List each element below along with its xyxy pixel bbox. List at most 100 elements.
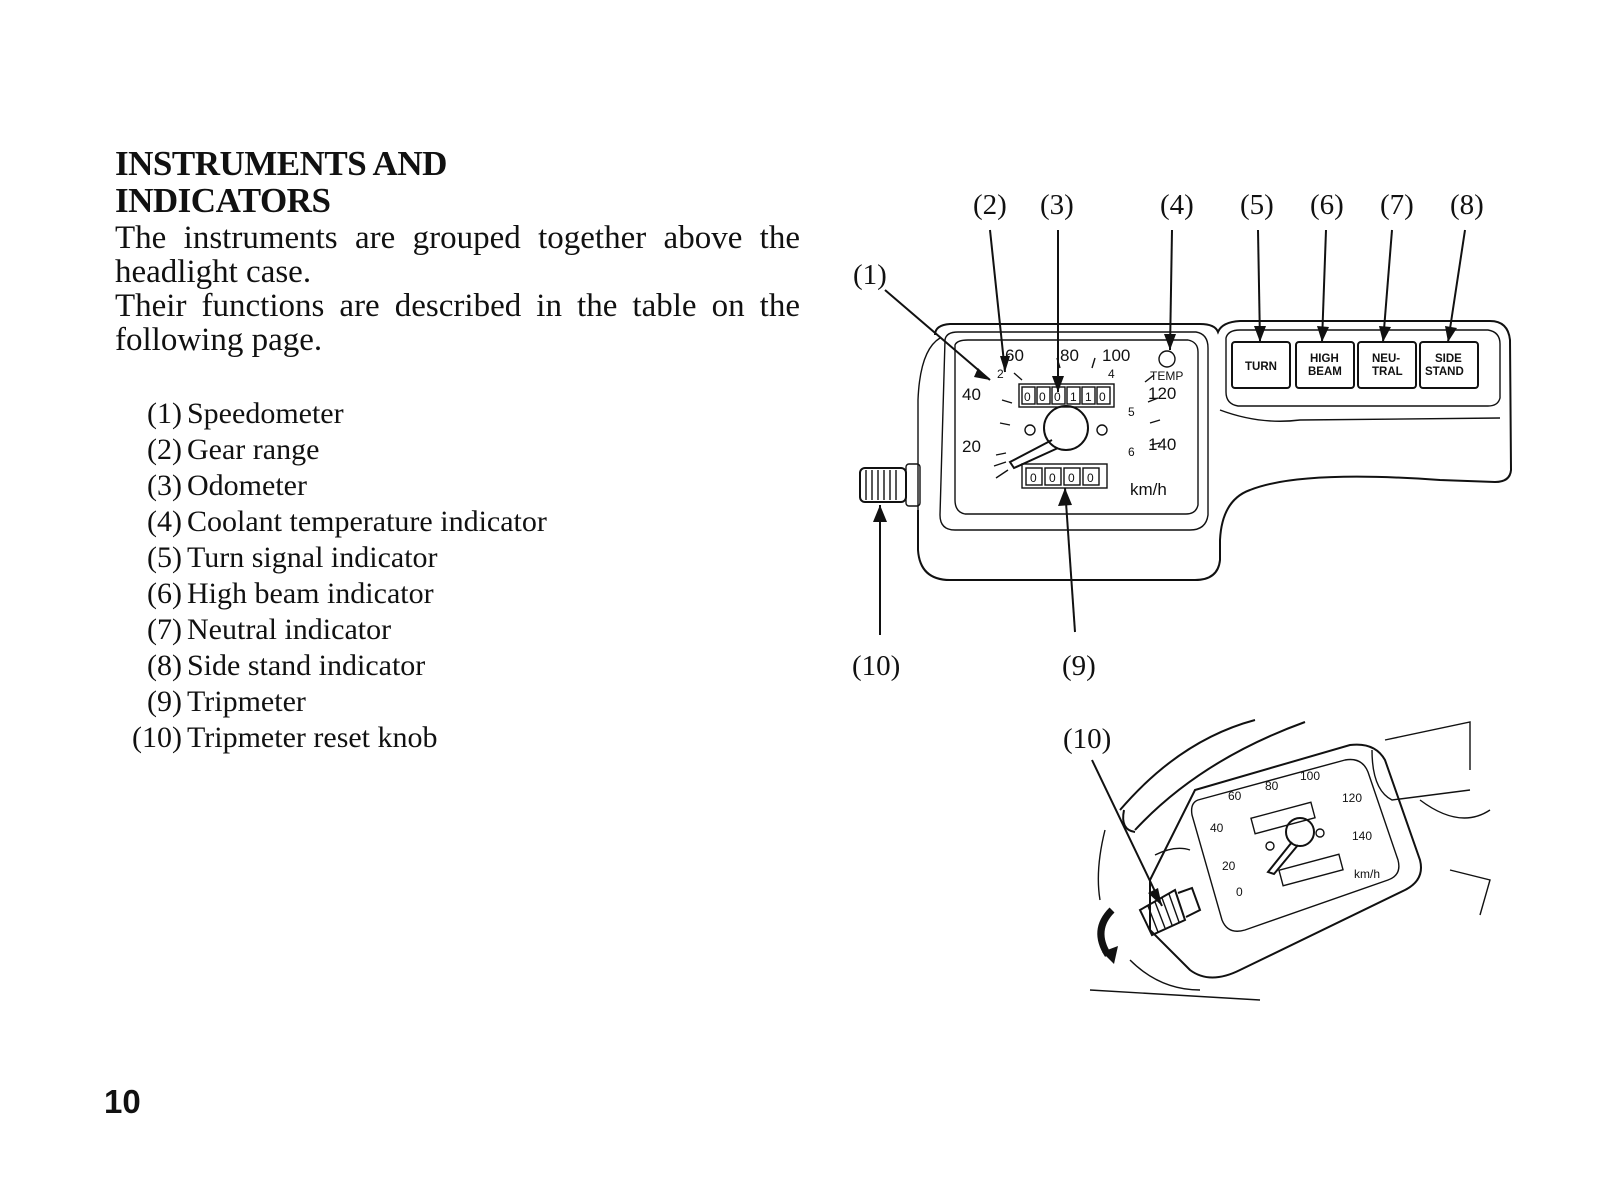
callout-7: (7) xyxy=(1380,189,1414,221)
needle-hub xyxy=(1043,405,1089,451)
small-dial xyxy=(1190,758,1400,932)
small-needle-hub xyxy=(1285,817,1315,847)
item-label: Speedometer xyxy=(187,397,344,430)
odometer-digit: 0 xyxy=(1099,390,1106,404)
list-item: (5)Turn signal indicator xyxy=(112,540,547,576)
item-number: (4) xyxy=(147,505,182,538)
item-number: (9) xyxy=(147,685,182,718)
odometer-digits: 0 0 0 1 1 0 xyxy=(1021,386,1111,405)
small-unit-label: km/h xyxy=(1354,867,1380,881)
item-label: Side stand indicator xyxy=(187,649,426,682)
speed-mark-20: 20 xyxy=(962,437,981,456)
item-label: Coolant temperature indicator xyxy=(187,505,547,538)
list-item: (8)Side stand indicator xyxy=(112,648,547,684)
cluster-cowl xyxy=(1149,743,1422,979)
item-number: (1) xyxy=(147,397,182,430)
speedometer-needle xyxy=(1008,439,1059,470)
list-item: (6)High beam indicator xyxy=(112,576,547,612)
small-speed-mark-40: 40 xyxy=(1210,821,1224,835)
unit-label: km/h xyxy=(1130,480,1167,499)
reset-knob-diagram: 60 80 100 120 140 40 20 0 km/h (10) xyxy=(1063,719,1491,1001)
speed-mark-40: 40 xyxy=(962,385,981,404)
knob-callout: (10) xyxy=(1063,723,1111,755)
tripmeter-reset-knob xyxy=(859,463,921,507)
item-number: (10) xyxy=(132,721,182,754)
coolant-temp-light xyxy=(1158,350,1176,368)
tripmeter-digit: 0 xyxy=(1068,471,1075,485)
callout-leaders xyxy=(873,229,1466,635)
screw-right xyxy=(1096,424,1108,436)
high-beam-indicator xyxy=(1295,341,1355,389)
callout-6: (6) xyxy=(1310,189,1344,221)
speedometer-dial xyxy=(954,339,1199,515)
callout-9: (9) xyxy=(1062,650,1096,682)
dial-ticks xyxy=(993,357,1161,479)
small-needle xyxy=(1266,841,1299,876)
housing-edge xyxy=(1219,409,1501,422)
side-stand-label-1: SIDE xyxy=(1435,353,1462,365)
item-label: Gear range xyxy=(187,433,320,466)
indicator-panel xyxy=(1225,329,1501,407)
neutral-indicator xyxy=(1357,341,1417,389)
section-heading-line-1: INSTRUMENTS AND xyxy=(115,144,447,183)
item-label: Neutral indicator xyxy=(187,613,392,646)
item-number: (6) xyxy=(147,577,182,610)
small-speed-mark-20: 20 xyxy=(1222,859,1236,873)
small-speed-mark-140: 140 xyxy=(1352,829,1372,843)
temp-label: TEMP xyxy=(1150,369,1183,383)
odometer-digit: 1 xyxy=(1070,390,1077,404)
small-speed-mark-100: 100 xyxy=(1300,769,1320,783)
odometer-digit: 0 xyxy=(1039,390,1046,404)
section-heading: INSTRUMENTS AND INDICATORS xyxy=(115,145,447,219)
list-item: (1)Speedometer xyxy=(112,396,547,432)
screw-left xyxy=(1024,424,1036,436)
page-number: 10 xyxy=(104,1083,141,1120)
odometer-digit: 1 xyxy=(1085,390,1092,404)
small-speed-mark-60: 60 xyxy=(1228,789,1242,803)
odometer-digit: 0 xyxy=(1054,390,1061,404)
section-heading-line-2: INDICATORS xyxy=(115,181,331,220)
tripmeter-digit: 0 xyxy=(1049,471,1056,485)
gear-mark-6: 6 xyxy=(1128,445,1135,459)
reset-knob xyxy=(1138,886,1202,937)
speed-mark-120: 120 xyxy=(1148,384,1176,403)
turn-indicator-label: TURN xyxy=(1245,361,1277,373)
side-stand-indicator xyxy=(1419,341,1479,389)
callout-2: (2) xyxy=(973,189,1007,221)
small-tripmeter xyxy=(1278,853,1344,887)
small-speed-mark-120: 120 xyxy=(1342,791,1362,805)
gear-mark-2: 2 xyxy=(997,367,1004,381)
small-odometer xyxy=(1250,801,1316,835)
callout-10: (10) xyxy=(852,650,900,682)
callout-4: (4) xyxy=(1160,189,1194,221)
small-speed-mark-80: 80 xyxy=(1265,779,1279,793)
cluster-housing xyxy=(917,320,1513,581)
speedometer-bezel xyxy=(939,331,1209,531)
item-label: Turn signal indicator xyxy=(187,541,438,574)
item-label: Tripmeter reset knob xyxy=(187,721,438,754)
list-item: (2)Gear range xyxy=(112,432,547,468)
item-label: High beam indicator xyxy=(187,577,434,610)
list-item: (9)Tripmeter xyxy=(112,684,547,720)
intro-paragraph-1: The instruments are grouped together abo… xyxy=(115,220,800,290)
callout-1: (1) xyxy=(853,259,887,291)
list-item: (4)Coolant temperature indicator xyxy=(112,504,547,540)
tripmeter-digits: 0 0 0 0 xyxy=(1025,467,1100,486)
small-speed-mark-0: 0 xyxy=(1236,885,1243,899)
turn-indicator xyxy=(1231,341,1291,389)
gear-mark-4: 4 xyxy=(1108,367,1115,381)
neutral-label-1: NEU- xyxy=(1372,353,1400,365)
housing-left-edge xyxy=(917,337,941,510)
list-item: (10)Tripmeter reset knob xyxy=(112,720,547,756)
item-number: (2) xyxy=(147,433,182,466)
item-label: Tripmeter xyxy=(187,685,306,718)
item-number: (5) xyxy=(147,541,182,574)
intro-text: The instruments are grouped together abo… xyxy=(115,221,800,357)
rotate-arrow-icon xyxy=(1097,907,1115,957)
item-number: (7) xyxy=(147,613,182,646)
list-item: (7)Neutral indicator xyxy=(112,612,547,648)
item-label: Odometer xyxy=(187,469,307,502)
callout-5: (5) xyxy=(1240,189,1274,221)
side-stand-label-2: STAND xyxy=(1425,366,1464,378)
